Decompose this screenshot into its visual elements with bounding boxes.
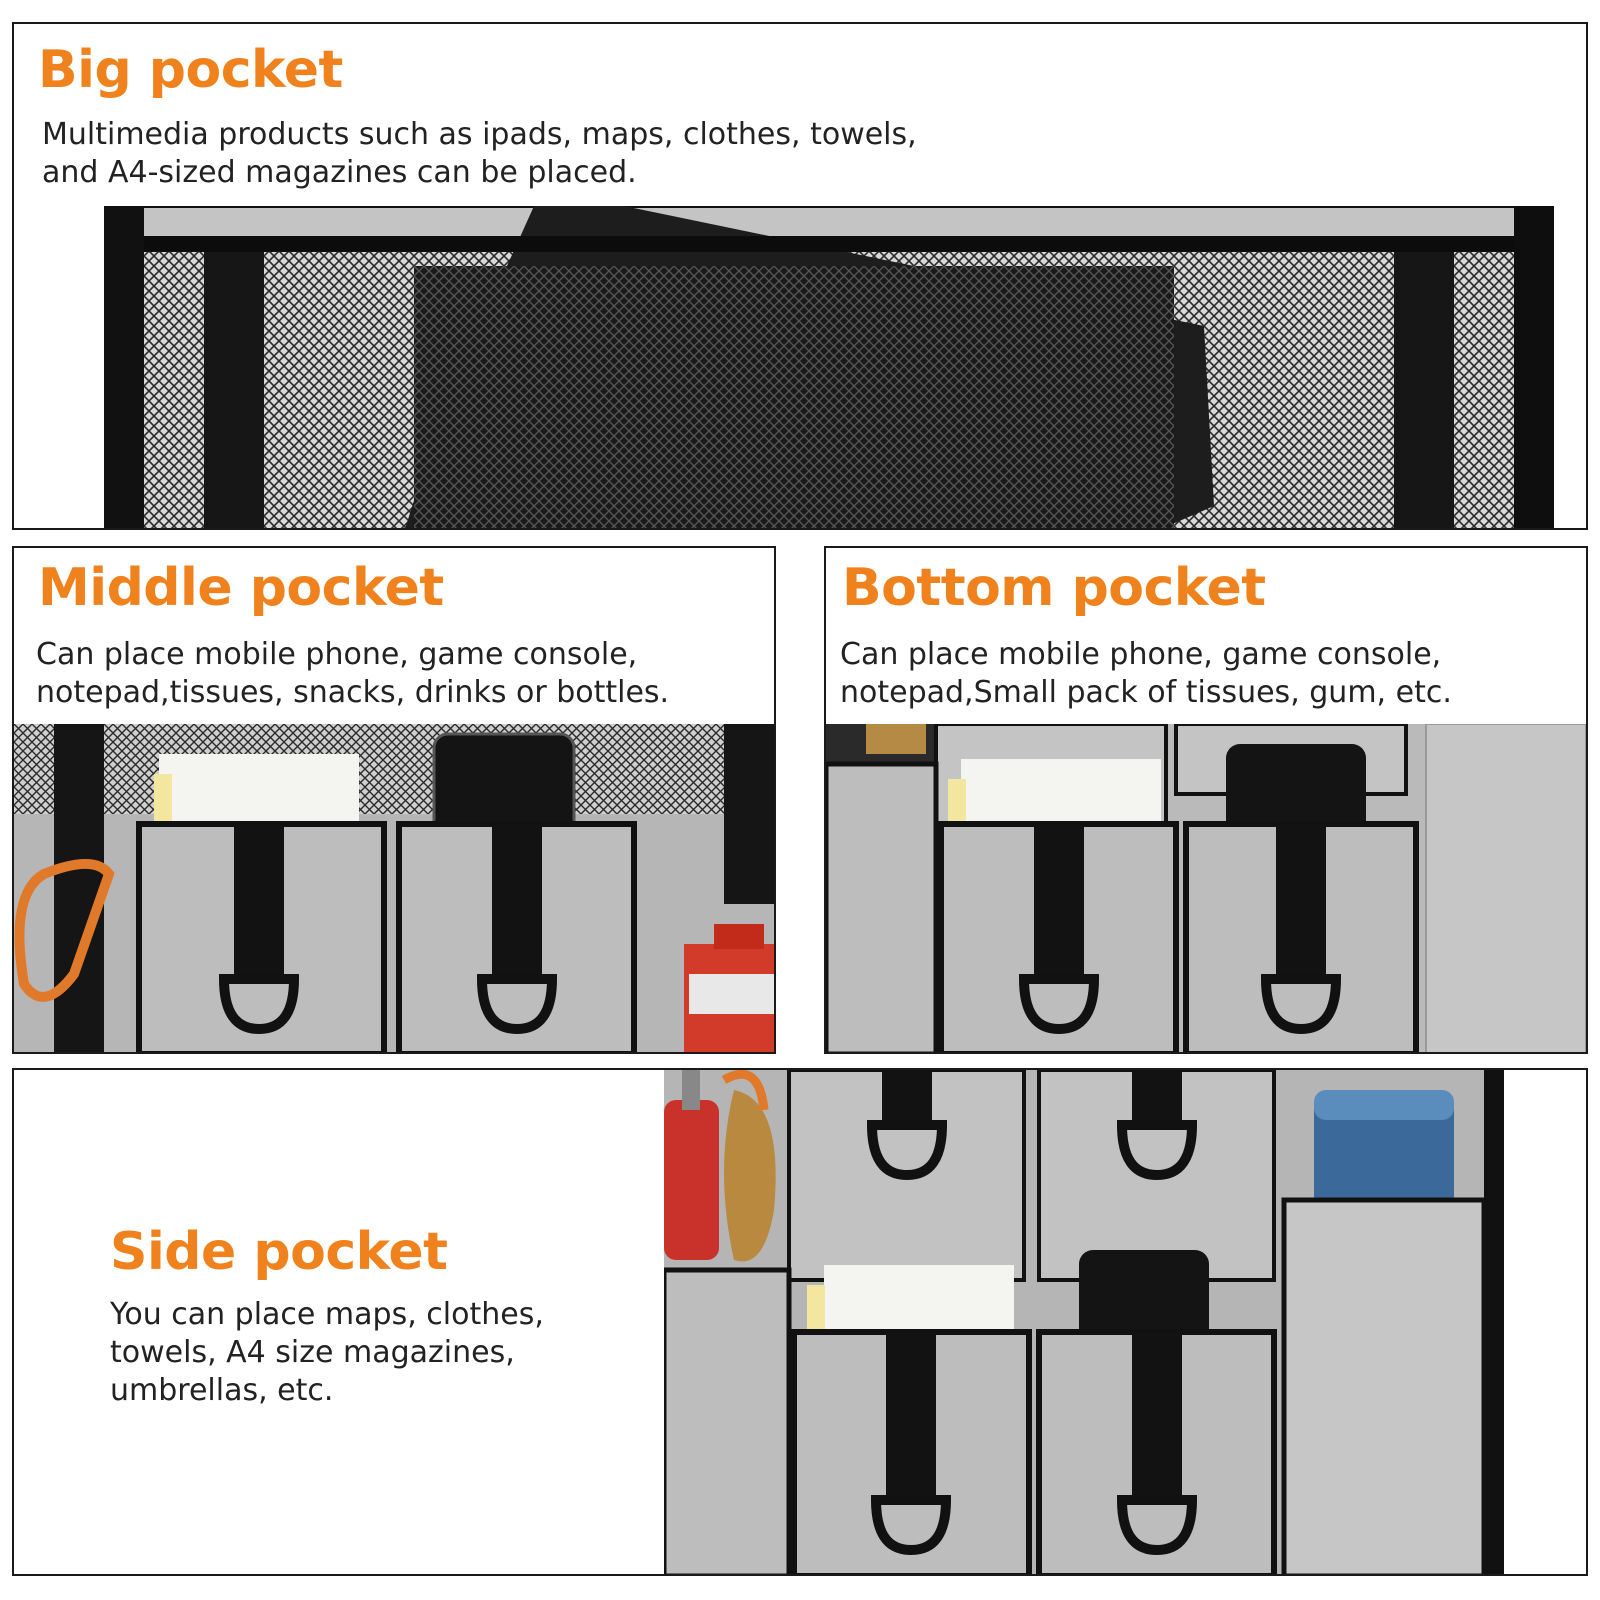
bottom-pocket-panel: Bottom pocket Can place mobile phone, ga… xyxy=(824,546,1588,1054)
big-pocket-panel: Big pocket Multimedia products such as i… xyxy=(12,22,1588,530)
side-pocket-description: You can place maps, clothes, towels, A4 … xyxy=(110,1297,544,1408)
middle-pocket-panel: Middle pocket Can place mobile phone, ga… xyxy=(12,546,776,1054)
bottom-pocket-title: Bottom pocket xyxy=(842,558,1266,618)
bottom-pocket-description: Can place mobile phone, game console, no… xyxy=(840,637,1452,710)
side-pocket-panel: Side pocket You can place maps, clothes,… xyxy=(12,1068,1588,1576)
middle-pocket-title: Middle pocket xyxy=(38,558,444,618)
big-pocket-photo xyxy=(104,206,1554,528)
big-pocket-description: Multimedia products such as ipads, maps,… xyxy=(42,117,917,190)
big-pocket-title: Big pocket xyxy=(38,40,343,100)
side-pocket-title: Side pocket xyxy=(110,1222,448,1282)
side-pocket-photo xyxy=(664,1070,1504,1574)
bottom-pocket-photo xyxy=(826,724,1586,1052)
middle-pocket-description: Can place mobile phone, game console, no… xyxy=(36,637,670,710)
middle-pocket-photo xyxy=(14,724,774,1052)
